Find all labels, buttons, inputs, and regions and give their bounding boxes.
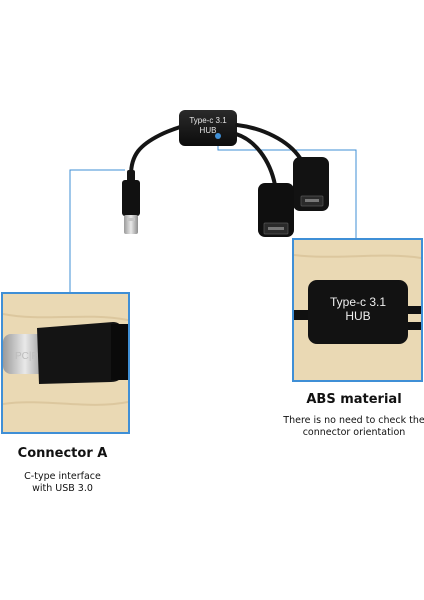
callout-line-left (69, 169, 125, 292)
connector-closeup-image: PC|Pr (3, 294, 128, 432)
inset-hub-closeup: Type-c 3.1 HUB (292, 238, 423, 382)
callout-desc-line2: connector orientation (302, 427, 406, 438)
usb-port-2 (258, 183, 294, 237)
usb-c-plug (122, 170, 140, 234)
hub-label-line1: Type-c 3.1 (189, 116, 227, 125)
svg-text:PC|Pr: PC|Pr (15, 351, 42, 362)
callout-desc-line1: There is no need to check the (283, 415, 424, 426)
hub-label-line2: HUB (200, 126, 217, 135)
callout-desc-connector-a: C-type interface with USB 3.0 (0, 471, 125, 495)
callout-desc-line1: C-type interface (24, 471, 101, 482)
hub-closeup-label-line1: Type-c 3.1 (330, 295, 386, 309)
hub-closeup-label-line2: HUB (345, 309, 370, 323)
callout-abs-material: ABS material There is no need to check t… (268, 392, 424, 439)
callout-title-connector-a: Connector A (17, 446, 108, 461)
callout-desc-abs-material: There is no need to check the connector … (268, 415, 424, 439)
callout-title-abs-material: ABS material (306, 392, 402, 407)
usb-port-1 (293, 157, 329, 211)
cable-branch-2 (234, 132, 277, 187)
callout-connector-a: Connector A C-type interface with USB 3.… (0, 446, 125, 495)
hub-closeup-image: Type-c 3.1 HUB (294, 240, 421, 380)
callout-desc-line2: with USB 3.0 (32, 483, 93, 494)
callout-dot-hub (215, 133, 221, 139)
inset-connector-closeup: PC|Pr (1, 292, 130, 434)
cable-main (129, 125, 182, 177)
cable-branch-1 (235, 123, 302, 160)
hub-body: Type-c 3.1 HUB (179, 110, 237, 146)
